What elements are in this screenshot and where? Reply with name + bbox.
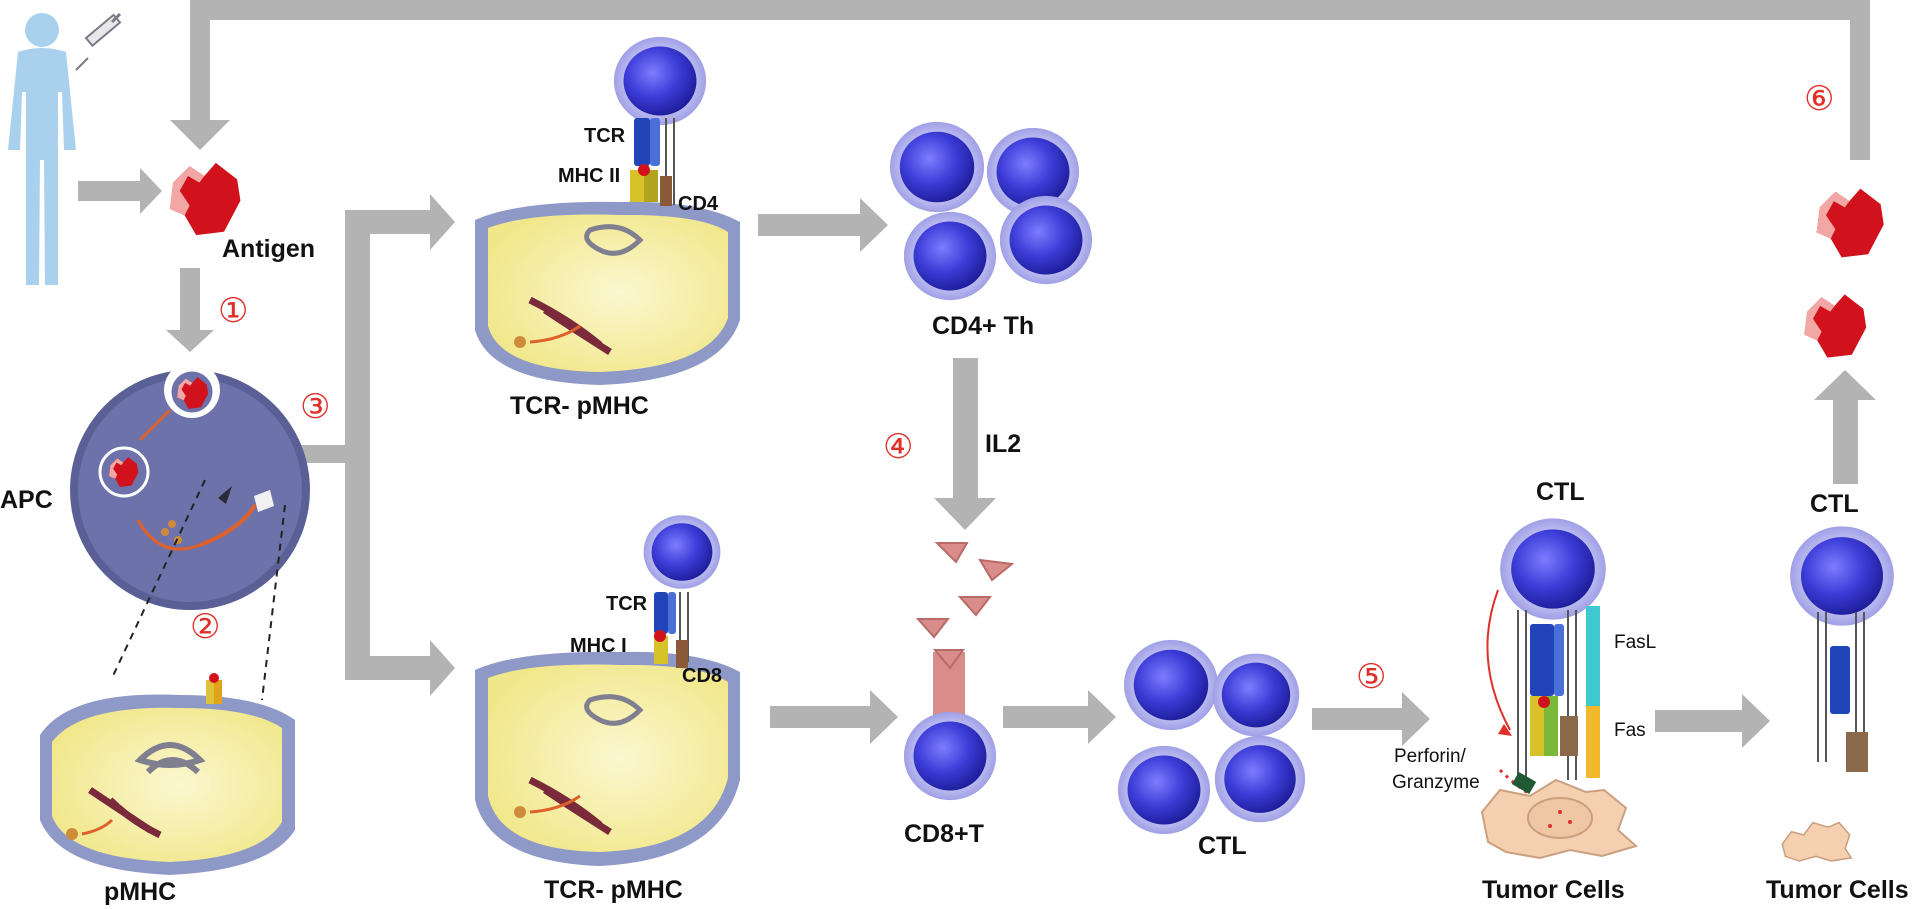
antigen-icon xyxy=(169,162,241,236)
flow-arrows xyxy=(78,0,1876,748)
arrow-to-cd4-th xyxy=(758,198,888,252)
step-2-number: ② xyxy=(190,608,220,646)
human-figure-icon xyxy=(8,13,76,285)
step-1-number: ① xyxy=(218,292,248,330)
tcr-pmhc-bottom-label: TCR- pMHC xyxy=(544,876,683,904)
ctl-final-label: CTL xyxy=(1810,490,1859,518)
zoom-line-left xyxy=(111,479,206,679)
cd8-label: CD8 xyxy=(682,665,722,687)
fas-label: Fas xyxy=(1614,720,1646,741)
cd4-th-cell-cluster xyxy=(889,121,1093,301)
ctl-cell-cluster xyxy=(1117,639,1306,835)
perforin-label: Perforin/ xyxy=(1394,746,1467,767)
pmhc-label: pMHC xyxy=(104,878,176,906)
step-6-number: ⑥ xyxy=(1804,80,1834,118)
ctl-attack-label: CTL xyxy=(1536,478,1585,506)
arrow-attack-to-final xyxy=(1655,694,1770,748)
tcr-bottom-label: TCR xyxy=(606,593,648,615)
cd8-t-cell-icon xyxy=(903,649,997,801)
apc-label: APC xyxy=(0,486,53,514)
fasl-label: FasL xyxy=(1614,632,1656,653)
antigen-label: Antigen xyxy=(222,235,315,263)
arrow-cd8-to-ctl xyxy=(1003,690,1116,744)
tumor-cells-attack-label: Tumor Cells xyxy=(1482,876,1625,904)
tcr-pmhc-complex-top xyxy=(475,36,740,385)
dead-tumor-cell-icon xyxy=(1781,821,1853,863)
ctl-cluster-label: CTL xyxy=(1198,832,1247,860)
mhc1-label: MHC I xyxy=(570,635,627,657)
il2-label: IL2 xyxy=(985,430,1021,458)
step-4-number: ④ xyxy=(883,428,913,466)
step-3-number: ③ xyxy=(300,388,330,426)
zoom-line-right xyxy=(261,504,286,701)
arrow-human-to-antigen xyxy=(78,168,162,214)
feedback-loop-arrow xyxy=(170,0,1870,160)
pmhc-cell-icon xyxy=(40,673,295,875)
il2-cytokines xyxy=(915,542,1015,639)
cd4-label: CD4 xyxy=(678,193,719,215)
tcr-pmhc-complex-bottom xyxy=(475,515,740,866)
arrow-antigen-to-apc xyxy=(166,268,214,352)
tumor-cell-icon xyxy=(1480,778,1639,860)
tumor-cells-final-label: Tumor Cells xyxy=(1766,876,1909,904)
arrow-ctl-to-attack xyxy=(1312,692,1430,746)
tcr-top-label: TCR xyxy=(584,125,626,147)
cd8-t-label: CD8+T xyxy=(904,820,984,848)
ctl-attack-complex xyxy=(1486,518,1606,802)
arrow-final-up xyxy=(1814,370,1876,484)
arrow-to-cd8-t xyxy=(770,690,898,744)
ctl-final-complex xyxy=(1790,526,1894,772)
apc-cell-icon xyxy=(70,362,310,610)
arrow-cd4-to-il2 xyxy=(934,358,996,530)
released-antigen-icon xyxy=(1816,188,1884,258)
granzyme-label: Granzyme xyxy=(1392,772,1480,793)
cd4-th-label: CD4+ Th xyxy=(932,312,1034,340)
arrow-apc-branch xyxy=(300,194,455,696)
released-antigen-icon-2 xyxy=(1804,294,1867,358)
tcr-pmhc-top-label: TCR- pMHC xyxy=(510,392,649,420)
step-5-number: ⑤ xyxy=(1356,658,1386,696)
syringe-icon xyxy=(75,12,122,71)
mhc2-label: MHC II xyxy=(558,165,620,187)
